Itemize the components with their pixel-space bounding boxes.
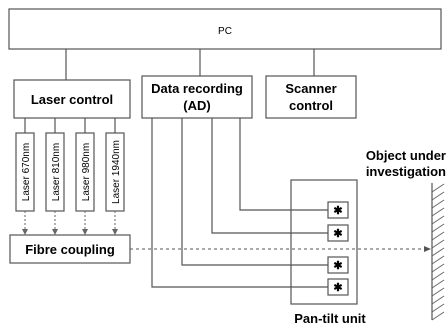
- detectors: ✱ ✱ ✱ ✱: [327, 201, 349, 296]
- hatch-mark: [431, 215, 445, 225]
- hatch-mark: [431, 279, 445, 289]
- scanner-control-block: Scanner control: [265, 75, 357, 119]
- detector-1: ✱: [327, 201, 349, 219]
- scanner-control-sublabel: control: [289, 98, 333, 113]
- beam-arrowhead: [424, 246, 431, 252]
- hatch-mark: [431, 287, 445, 297]
- laser-control-block: Laser control: [13, 79, 131, 119]
- laser-fibre-arrows: [24, 211, 116, 231]
- detector-4: ✱: [327, 278, 349, 296]
- svg-text:✱: ✱: [333, 260, 342, 272]
- data-recording-sublabel: (AD): [183, 98, 210, 113]
- hatch-mark: [431, 199, 445, 209]
- laser-control-links: [24, 118, 116, 133]
- svg-text:✱: ✱: [333, 205, 342, 217]
- object-sublabel: investigation: [366, 164, 446, 179]
- data-recording-links: [151, 118, 328, 288]
- hatch-mark: [431, 191, 445, 201]
- hatch-mark: [431, 303, 445, 313]
- laser-control-label: Laser control: [31, 92, 113, 107]
- hatch-mark: [431, 183, 445, 193]
- pc-block: PC: [8, 8, 442, 50]
- fibre-coupling-label: Fibre coupling: [25, 242, 115, 257]
- scanner-control-label: Scanner: [285, 81, 336, 96]
- fibre-coupling-block: Fibre coupling: [9, 234, 131, 264]
- pc-label: PC: [218, 26, 232, 37]
- data-recording-label: Data recording: [151, 81, 243, 96]
- hatch-mark: [431, 207, 445, 217]
- detector-2: ✱: [327, 224, 349, 242]
- laser-3-label: Laser 980nm: [81, 143, 92, 201]
- laser-4-label: Laser 1940nm: [111, 140, 122, 204]
- svg-text:✱: ✱: [333, 228, 342, 240]
- pan-tilt-unit: [290, 179, 358, 305]
- laser-1: Laser 670nm: [15, 132, 35, 212]
- laser-1-label: Laser 670nm: [21, 143, 32, 201]
- detector-3: ✱: [327, 256, 349, 274]
- pan-tilt-label: Pan-tilt unit: [294, 311, 366, 326]
- laser-4: Laser 1940nm: [105, 132, 125, 212]
- hatch-mark: [431, 239, 445, 249]
- scanner-link: [239, 118, 328, 211]
- hatch-mark: [431, 247, 445, 257]
- object-label: Object under: [366, 148, 446, 163]
- data-recording-block: Data recording (AD): [141, 75, 253, 119]
- hatch-mark: [431, 223, 445, 233]
- laser-2-label: Laser 810nm: [51, 143, 62, 201]
- laser-3: Laser 980nm: [75, 132, 95, 212]
- hatch-mark: [431, 231, 445, 241]
- laser-2: Laser 810nm: [45, 132, 65, 212]
- hatch-mark: [431, 311, 445, 321]
- hatch-mark: [431, 255, 445, 265]
- hatch-mark: [431, 271, 445, 281]
- pc-connections: [65, 49, 315, 80]
- hatch-mark: [431, 263, 445, 273]
- hatch-mark: [431, 295, 445, 305]
- laser-fibre-arrowheads: [22, 229, 118, 235]
- object-surface: [431, 183, 445, 321]
- svg-text:✱: ✱: [333, 282, 342, 294]
